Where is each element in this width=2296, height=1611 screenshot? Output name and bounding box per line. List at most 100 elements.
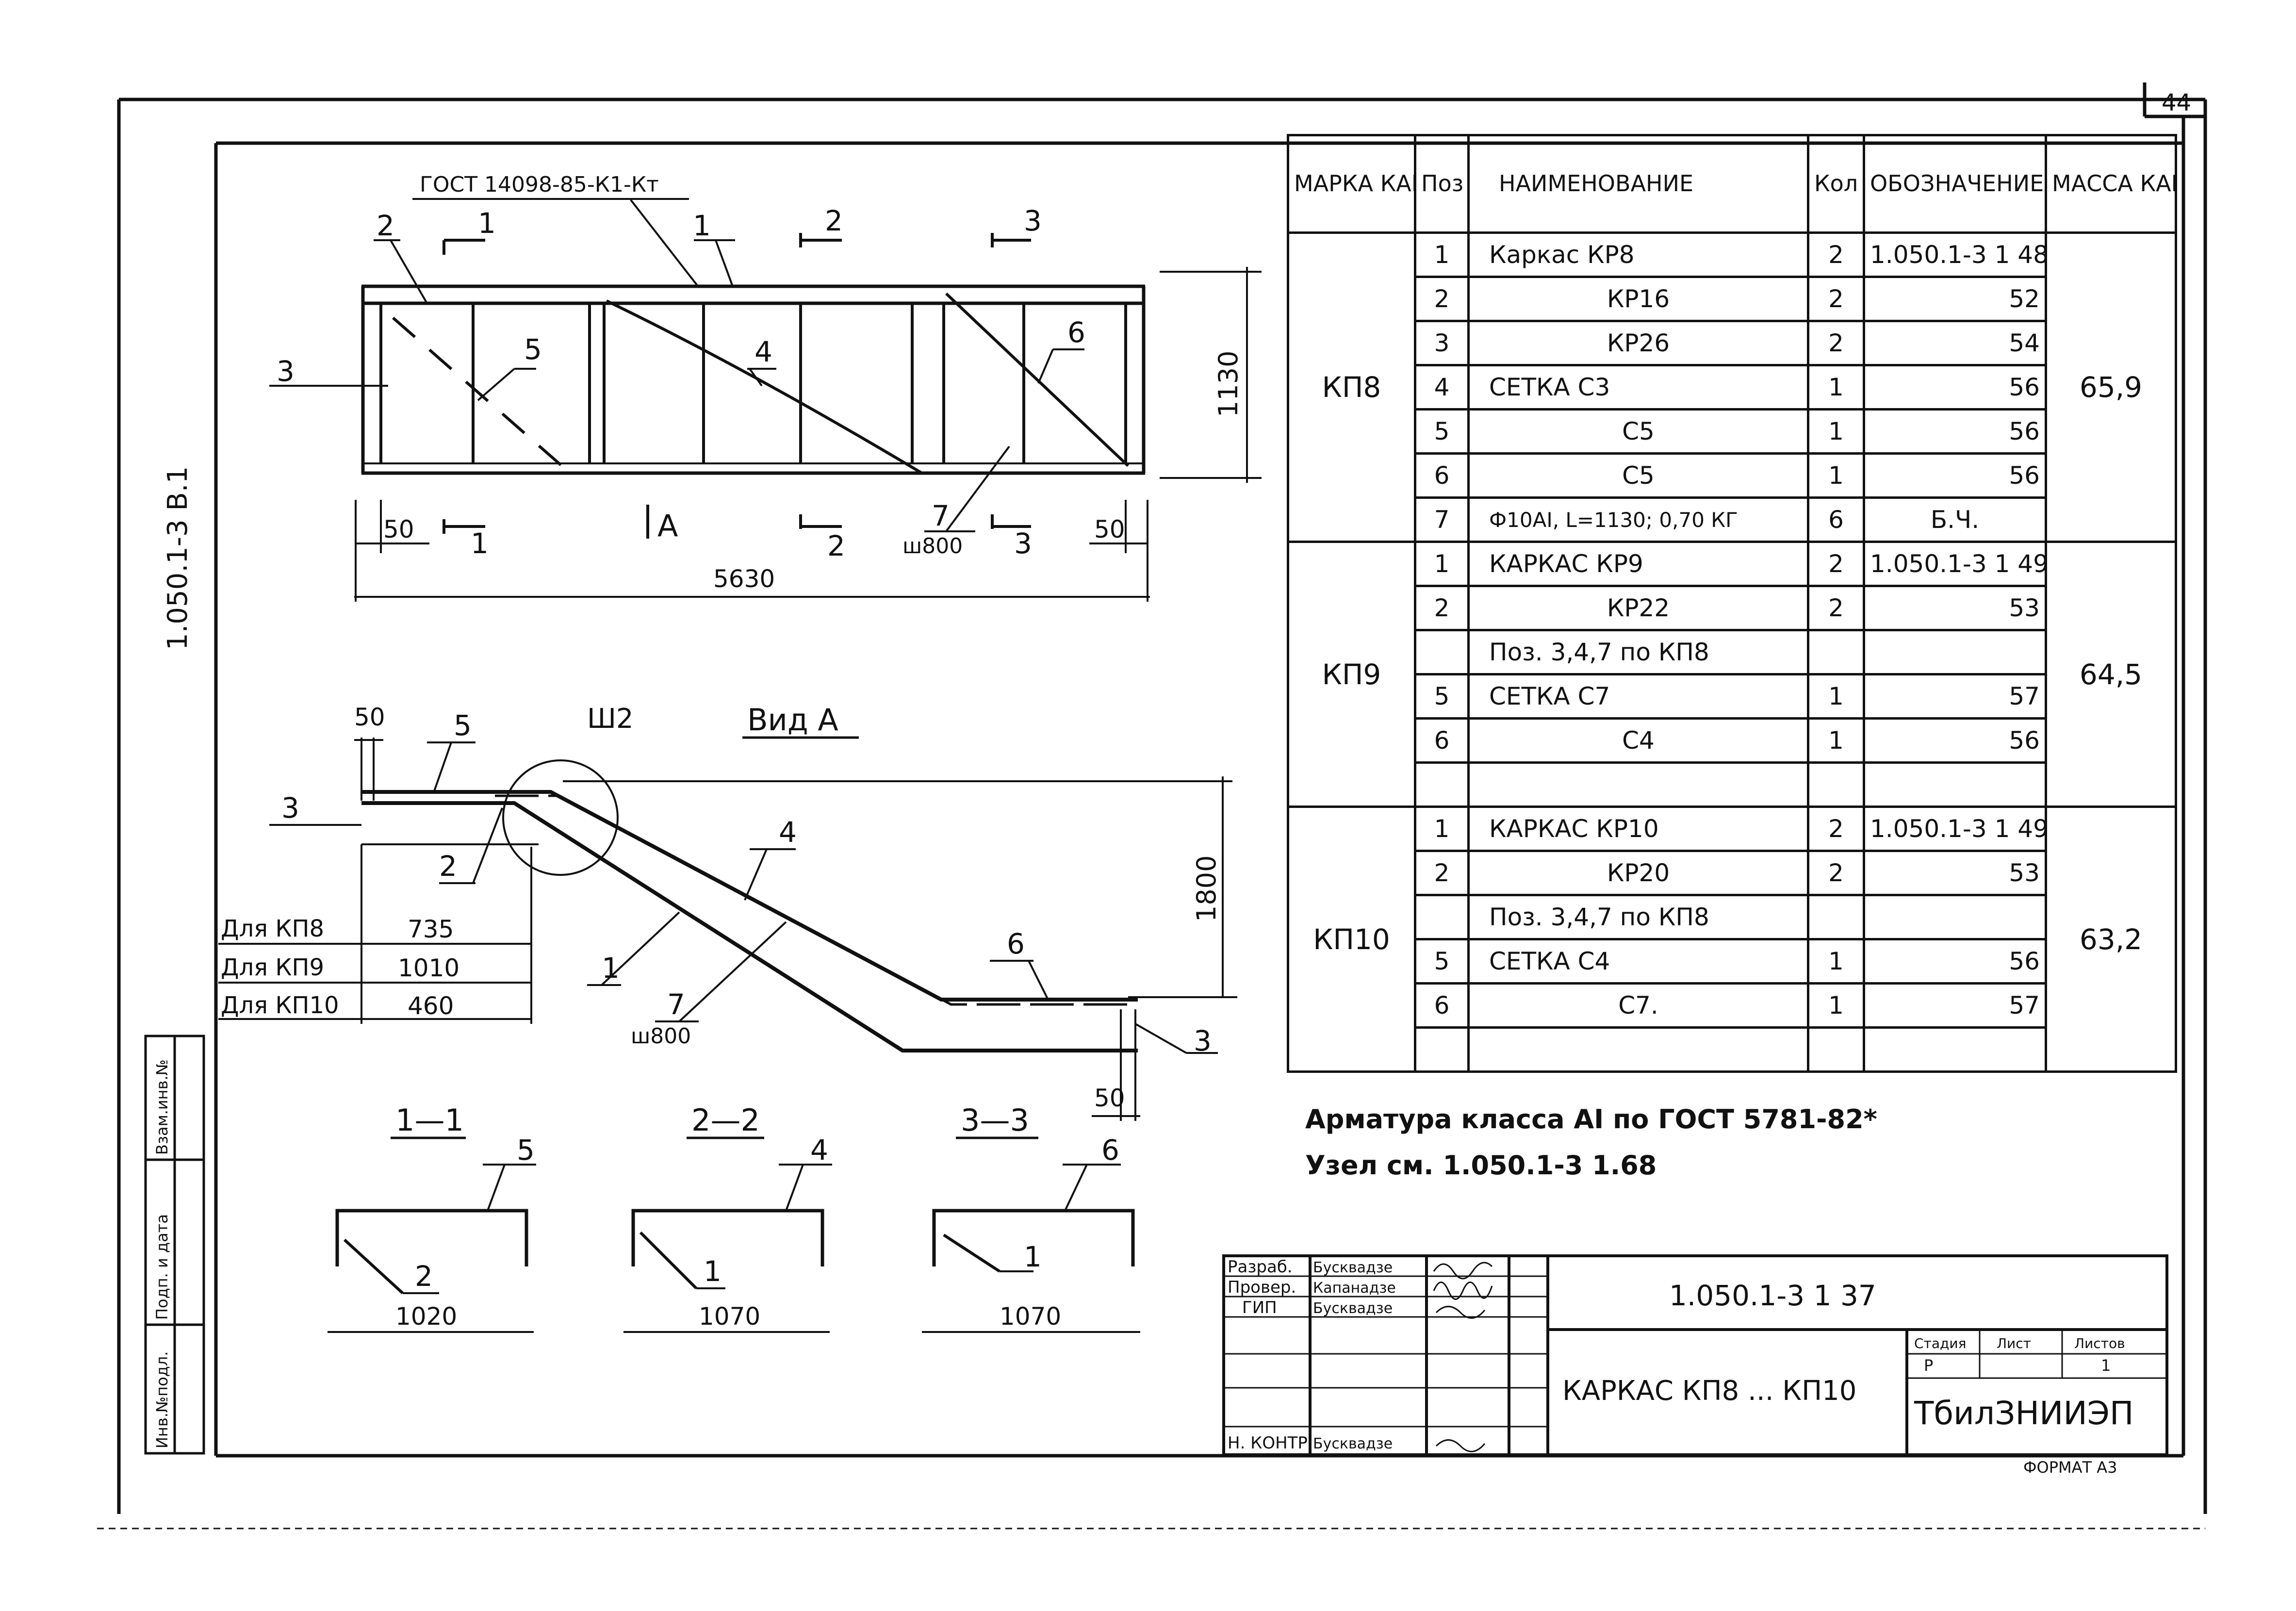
note-reinforcement: Арматура класса АI по ГОСТ 5781-82* — [1305, 1104, 1877, 1134]
main-pos-1: 1 — [693, 209, 711, 242]
spec-name: СЕТКА С7 — [1467, 673, 1809, 720]
spec-qty: 1 — [1807, 982, 1865, 1029]
tb-name-6: Бусквадзе — [1313, 1435, 1393, 1452]
main-view-dimensions — [354, 267, 1262, 602]
table-row: КП10 1 КАРКАС КР10 2 1.050.1-3 1 49 63,2 — [1287, 806, 2177, 1073]
spec-doc: 54 — [1863, 320, 2047, 366]
variant-value-kp10: 460 — [408, 992, 454, 1020]
main-pos-3: 3 — [277, 355, 295, 388]
spec-name: СЕТКА С3 — [1467, 364, 1809, 411]
view-a-pos-5: 5 — [454, 709, 472, 742]
section-1-1: 1—1 5 2 1020 — [328, 1102, 536, 1333]
spec-name: Каркас КР8 — [1467, 231, 1809, 278]
spec-name: КР22 — [1467, 585, 1809, 631]
section-mark-1-top: 1 — [478, 207, 496, 240]
spec-name: С4 — [1467, 717, 1809, 764]
variant-label-kp10: Для КП10 — [221, 992, 339, 1019]
spec-col-pos: Поз — [1414, 134, 1470, 234]
tb-doc-code: 1.050.1-3 1 37 — [1669, 1279, 1876, 1312]
spec-pos: 2 — [1414, 276, 1470, 322]
view-a-rails — [361, 790, 1138, 1052]
table-row: 6 С4 1 56 — [1288, 717, 2176, 764]
main-dim-height: 1130 — [1213, 351, 1244, 417]
tb-title: КАРКАС КП8 ... КП10 — [1562, 1375, 1856, 1407]
main-pos-2: 2 — [377, 209, 394, 242]
spec-doc — [1863, 894, 2047, 940]
table-row: 3 КР26 2 54 — [1288, 320, 2176, 366]
spec-doc — [1863, 629, 2047, 675]
main-view-leaders — [269, 198, 1084, 532]
spec-name: С7. — [1467, 982, 1809, 1029]
section-mark-1-bottom: 1 — [471, 527, 489, 560]
spec-table: МАРКА КАРКАСА Поз НАИМЕНОВАНИЕ Кол ОБОЗН… — [1287, 134, 2177, 1073]
table-row: КП9 1 КАРКАС КР9 2 1.050.1-3 1 49 64,5 — [1287, 541, 2177, 808]
main-view-frame — [361, 284, 1146, 475]
view-arrow-a: А — [657, 508, 678, 543]
section-2-diag-pos: 1 — [704, 1255, 722, 1288]
main-dim-length: 5630 — [713, 565, 775, 593]
spec-mass-kp10: 63,2 — [2045, 806, 2177, 1073]
tb-name-2: Капанадзе — [1313, 1280, 1396, 1297]
left-stamp-inv: Инв.№подл. — [153, 1351, 171, 1448]
section-mark-2-bottom: 2 — [827, 529, 845, 562]
tb-stage-value: Р — [1924, 1356, 1933, 1375]
left-stamp-replace: Взам.инв.№ — [153, 1059, 171, 1155]
spec-qty: 1 — [1807, 364, 1865, 411]
spec-mass-kp8: 65,9 — [2045, 231, 2177, 543]
spec-pos — [1414, 1026, 1470, 1073]
section-mark-3-top: 3 — [1024, 204, 1042, 237]
table-row: 6 С5 1 56 — [1288, 452, 2176, 499]
spec-pos: 1 — [1414, 806, 1470, 852]
spec-pos: 1 — [1414, 541, 1470, 587]
spec-doc: 52 — [1863, 276, 2047, 322]
variant-label-kp8: Для КП8 — [221, 915, 324, 942]
table-row: 5 СЕТКА С4 1 56 — [1288, 938, 2176, 985]
spec-pos — [1414, 761, 1470, 808]
spec-mark-kp8: КП8 — [1287, 231, 1416, 543]
view-a-dim-50-top: 50 — [354, 703, 385, 731]
spec-doc: 53 — [1863, 850, 2047, 896]
spec-doc: 56 — [1863, 364, 2047, 411]
section-2-title: 2—2 — [691, 1102, 760, 1138]
spec-qty: 2 — [1807, 541, 1865, 587]
spec-qty: 1 — [1807, 408, 1865, 455]
view-a-pos-2: 2 — [439, 850, 457, 883]
spec-mass-kp9: 64,5 — [2045, 541, 2177, 808]
main-view-posts — [379, 303, 1127, 463]
spec-qty: 1 — [1807, 673, 1865, 720]
spec-qty: 1 — [1807, 938, 1865, 985]
spec-name: СЕТКА С4 — [1467, 938, 1809, 985]
section-1-diag-pos: 2 — [415, 1260, 433, 1293]
section-mark-3-bottom: 3 — [1014, 527, 1032, 560]
spec-doc: 57 — [1863, 982, 2047, 1029]
table-row: Поз. 3,4,7 по КП8 — [1288, 894, 2176, 940]
section-markers — [443, 233, 1031, 534]
view-a-pos-3-right: 3 — [1194, 1024, 1212, 1057]
spec-name — [1467, 761, 1809, 808]
gost-note: ГОСТ 14098-85-К1-Кт — [420, 172, 659, 197]
spec-pos — [1414, 894, 1470, 940]
spec-qty: 1 — [1807, 452, 1865, 499]
tb-role-6: Н. КОНТР. — [1228, 1433, 1313, 1453]
spec-pos: 7 — [1414, 496, 1470, 543]
table-row: Поз. 3,4,7 по КП8 — [1288, 629, 2176, 675]
spec-name: Поз. 3,4,7 по КП8 — [1467, 629, 1809, 675]
tb-role-3: ГИП — [1242, 1298, 1277, 1317]
view-a-pos-7: 7 — [667, 988, 685, 1021]
section-3-top-pos: 6 — [1101, 1134, 1119, 1167]
tb-sheet-label: Лист — [1997, 1335, 2031, 1351]
spec-qty: 2 — [1807, 276, 1865, 322]
spec-pos: 5 — [1414, 673, 1470, 720]
section-1-top-pos: 5 — [517, 1134, 535, 1167]
spec-col-mass: МАССА КАРКАСА КГ — [2045, 134, 2177, 234]
table-row — [1288, 1026, 2176, 1073]
view-a-dim-height: 1800 — [1191, 855, 1222, 922]
spec-doc: 1.050.1-3 1 48 — [1863, 231, 2047, 278]
main-dim-50-left: 50 — [383, 515, 414, 543]
detail-circle — [502, 759, 619, 876]
tb-sheets-label: Листов — [2074, 1335, 2125, 1351]
section-3-diag-pos: 1 — [1024, 1240, 1042, 1273]
spec-qty: 6 — [1807, 496, 1865, 543]
spec-qty — [1807, 1026, 1865, 1073]
spec-doc — [1863, 1026, 2047, 1073]
